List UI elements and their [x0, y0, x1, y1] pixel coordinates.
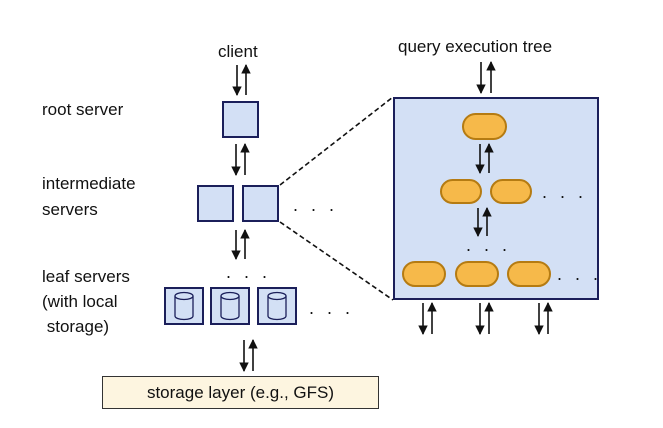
root-server-box	[222, 101, 259, 138]
arrow-pair-root-intermediate	[231, 143, 250, 176]
leaf-servers-label-line2: (with local	[42, 292, 118, 311]
tree-mid-node-1	[440, 179, 482, 204]
leaf-servers-label-line1: leaf servers	[42, 267, 130, 286]
storage-cylinder-icon	[220, 291, 240, 321]
intermediate-servers-label-line2: servers	[42, 200, 98, 219]
storage-layer-box: storage layer (e.g., GFS)	[102, 376, 379, 409]
arrow-pair-client-root	[232, 64, 251, 96]
tree-root-node	[462, 113, 507, 140]
tree-leaf-node-2	[455, 261, 499, 287]
arrow-pair-tree-root-mid	[475, 143, 494, 174]
storage-cylinder-icon	[267, 291, 287, 321]
storage-cylinder-icon	[174, 291, 194, 321]
zoom-connector-lines	[279, 96, 394, 301]
intermediate-servers-label-line1: intermediate	[42, 174, 136, 193]
tree-leaf-ellipsis: . . .	[557, 264, 603, 284]
tree-mid-node-2	[490, 179, 532, 204]
arrow-pair-intermediate-leaf	[231, 229, 250, 260]
intermediate-server-box-2	[242, 185, 279, 222]
tree-mid-ellipsis: . . .	[542, 182, 588, 202]
tree-leaf-node-3	[507, 261, 551, 287]
tree-leaf-node-1	[402, 261, 446, 287]
arrow-pair-tree-input	[476, 61, 496, 94]
client-label: client	[218, 42, 258, 61]
intermediate-server-box-1	[197, 185, 234, 222]
leaf-ellipsis: . . .	[309, 298, 355, 318]
tree-between-ellipsis: . . .	[466, 235, 512, 255]
root-server-label: root server	[42, 100, 124, 119]
arrow-pair-leaf-storage	[239, 339, 258, 372]
leaf-servers-label-line3: storage)	[42, 317, 110, 336]
arrow-pair-tree-mid-leaf	[473, 207, 492, 237]
intermediate-ellipsis: . . .	[293, 195, 339, 215]
arrow-pairs-tree-output	[418, 302, 553, 335]
between-tier-ellipsis: . . .	[226, 262, 272, 282]
query-tree-label: query execution tree	[398, 37, 553, 56]
